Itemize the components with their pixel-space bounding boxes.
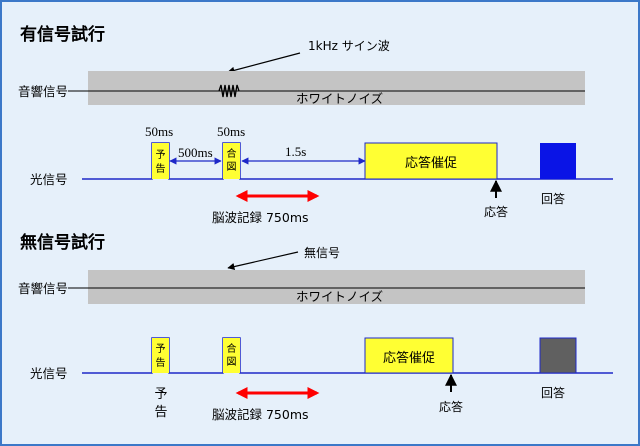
- white-noise-band: [88, 71, 585, 105]
- answer-label-2: 回答: [541, 385, 565, 400]
- eeg-record-label: 脳波記録 750ms: [212, 210, 309, 225]
- response-prompt-box-2: [364, 337, 454, 374]
- go-signal-char-2: 図: [227, 161, 237, 173]
- go-signal-box-2: [223, 338, 240, 373]
- trial1-section: 有信号試行 1kHz サイン波 音響信号 ホワイトノイズ 50ms 50ms 5…: [18, 24, 613, 225]
- eeg-record-label-2: 脳波記録 750ms: [212, 407, 309, 422]
- response-prompt-box: [364, 142, 498, 180]
- sine-wave-glyph: [218, 84, 240, 98]
- trial1-title: 有信号試行: [20, 24, 105, 45]
- answer-box: [540, 143, 576, 179]
- warning-cue-char-1-2: 予: [156, 343, 166, 355]
- trial2-section: 無信号試行 無信号 音響信号 ホワイトノイズ 光信号 予 告 合 図 予 告 応…: [18, 232, 613, 422]
- no-signal-label: 無信号: [304, 245, 340, 260]
- light-channel-label: 光信号: [30, 172, 68, 187]
- warning-cue-box-2: [152, 338, 169, 373]
- warning-caption-char-1: 予: [154, 387, 167, 402]
- response-prompt-label: 応答催促: [405, 155, 457, 171]
- white-noise-label-2: ホワイトノイズ: [296, 289, 383, 304]
- tone-pointer-arrow: [227, 52, 301, 74]
- sound-channel-label-2: 音響信号: [18, 281, 68, 296]
- answer-box-2: [539, 337, 577, 374]
- response-label: 応答: [484, 204, 508, 219]
- white-noise-label: ホワイトノイズ: [296, 91, 383, 106]
- duration-50ms-cue: 50ms: [145, 124, 173, 139]
- duration-50ms-go: 50ms: [217, 124, 245, 139]
- response-prompt-label-2: 応答催促: [383, 350, 435, 366]
- response-label-2: 応答: [439, 399, 463, 414]
- warning-cue-char-1: 予: [156, 149, 166, 161]
- warning-cue-box: [152, 143, 169, 179]
- go-signal-char-1: 合: [227, 147, 237, 160]
- answer-label: 回答: [541, 191, 565, 206]
- duration-500ms: 500ms: [178, 145, 213, 160]
- go-signal-char-1-2: 合: [227, 342, 237, 355]
- sound-channel-label: 音響信号: [18, 84, 68, 99]
- warning-caption-char-2: 告: [154, 405, 167, 420]
- white-noise-band-2: [88, 270, 585, 304]
- warning-cue-char-2-2: 告: [156, 356, 166, 369]
- go-signal-box: [223, 143, 240, 179]
- light-channel-label-2: 光信号: [30, 366, 68, 381]
- warning-cue-char-2: 告: [156, 162, 166, 175]
- no-signal-pointer-arrow: [227, 251, 299, 271]
- tone-label: 1kHz サイン波: [308, 39, 390, 53]
- duration-1-5s: 1.5s: [285, 144, 306, 159]
- trial2-title: 無信号試行: [20, 232, 105, 253]
- go-signal-char-2-2: 図: [227, 356, 237, 368]
